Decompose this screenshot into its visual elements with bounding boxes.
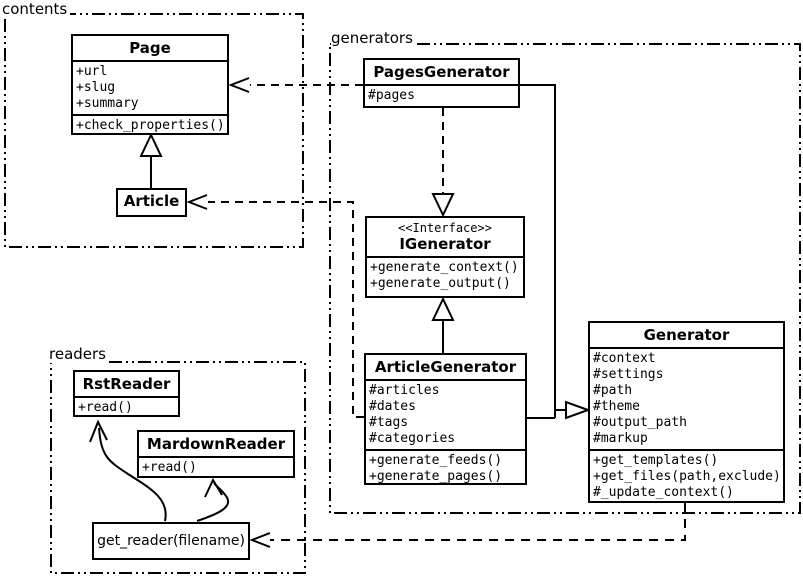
function-get-reader-label: get_reader(filename) (97, 533, 245, 549)
generalization-arrowhead-igenerator (431, 296, 455, 321)
class-pagesgenerator-title: PagesGenerator (373, 63, 510, 81)
attribute: +slug (76, 80, 116, 95)
attribute: #path (593, 383, 633, 398)
generalization-arrowhead-page (139, 132, 163, 157)
function-get-reader: get_reader(filename) (92, 522, 250, 560)
class-article: Article (116, 188, 187, 217)
attribute: +summary (76, 96, 139, 111)
edge-generator-to-getreader (270, 503, 686, 541)
class-igenerator-title: IGenerator (399, 235, 491, 253)
class-generator-methods: +get_templates() +get_files(path,exclude… (590, 449, 783, 501)
dependency-arrowhead-article (186, 194, 208, 210)
method: +get_files(path,exclude) (593, 469, 781, 484)
class-mardownreader: MardownReader +read() (137, 430, 295, 478)
edge-articlegenerator-to-article (208, 201, 364, 418)
class-rstreader-methods: +read() (75, 396, 178, 415)
method: +read() (78, 400, 133, 415)
attribute: #categories (369, 431, 456, 446)
class-pagesgenerator-attributes: #pages (365, 84, 518, 106)
class-articlegenerator-methods: +generate_feeds() +generate_pages() (366, 449, 525, 484)
package-label-readers: readers (49, 346, 109, 363)
attribute: +url (76, 64, 108, 79)
attribute: #markup (593, 431, 648, 446)
class-igenerator-methods: +generate_context() +generate_output() (367, 256, 523, 296)
package-label-generators: generators (331, 30, 416, 47)
method: #_update_context() (593, 485, 734, 500)
class-articlegenerator-attributes: #articles #dates #tags #categories (366, 379, 525, 449)
arrowhead-mardownreader (204, 477, 223, 498)
class-article-title: Article (123, 192, 180, 210)
class-articlegenerator-title: ArticleGenerator (374, 358, 517, 376)
attribute: #output_path (593, 415, 687, 430)
attribute: #theme (593, 399, 640, 414)
generalization-arrowhead-generator (565, 400, 591, 420)
method: +read() (142, 460, 197, 475)
edge-getreader-to-mardownreader (196, 482, 229, 522)
method: +get_templates() (593, 453, 719, 468)
package-readers-border (50, 361, 306, 574)
attribute: #articles (369, 383, 440, 398)
arrowhead-rstreader (89, 419, 108, 443)
edge-pagesgenerator-to-generator (520, 84, 556, 418)
class-rstreader-title: RstReader (82, 375, 171, 393)
method: +generate_pages() (369, 469, 503, 484)
method: +generate_output() (370, 276, 511, 291)
class-page-attributes: +url +slug +summary (73, 60, 227, 114)
class-generator-title: Generator (643, 326, 730, 344)
class-generator-attributes: #context #settings #path #theme #output_… (590, 347, 783, 449)
class-page: Page +url +slug +summary +check_properti… (71, 34, 229, 135)
attribute: #dates (369, 399, 416, 414)
class-page-methods: +check_properties() (73, 114, 227, 133)
method: +generate_context() (370, 260, 519, 275)
attribute: #settings (593, 367, 664, 382)
class-articlegenerator: ArticleGenerator #articles #dates #tags … (364, 353, 527, 485)
method: +generate_feeds() (369, 453, 503, 468)
class-pagesgenerator: PagesGenerator #pages (363, 58, 520, 108)
edge-getreader-to-rstreader (98, 427, 167, 522)
class-igenerator-stereotype: <<Interface>> (398, 221, 492, 235)
package-label-contents: contents (2, 1, 71, 18)
class-generator: Generator #context #settings #path #them… (588, 321, 785, 503)
attribute: #context (593, 351, 656, 366)
package-contents-border (4, 13, 304, 248)
dependency-arrowhead-page (228, 77, 250, 93)
class-mardownreader-methods: +read() (139, 456, 293, 476)
class-mardownreader-title: MardownReader (146, 435, 286, 453)
class-page-title: Page (129, 39, 171, 57)
class-igenerator: <<Interface>> IGenerator +generate_conte… (365, 216, 525, 298)
package-generators-border (329, 43, 801, 514)
attribute: #pages (368, 88, 415, 103)
class-rstreader: RstReader +read() (73, 370, 180, 417)
dependency-arrowhead-getreader (249, 532, 271, 548)
method: +check_properties() (76, 118, 225, 133)
realization-arrowhead-igenerator (431, 193, 455, 218)
attribute: #tags (369, 415, 409, 430)
